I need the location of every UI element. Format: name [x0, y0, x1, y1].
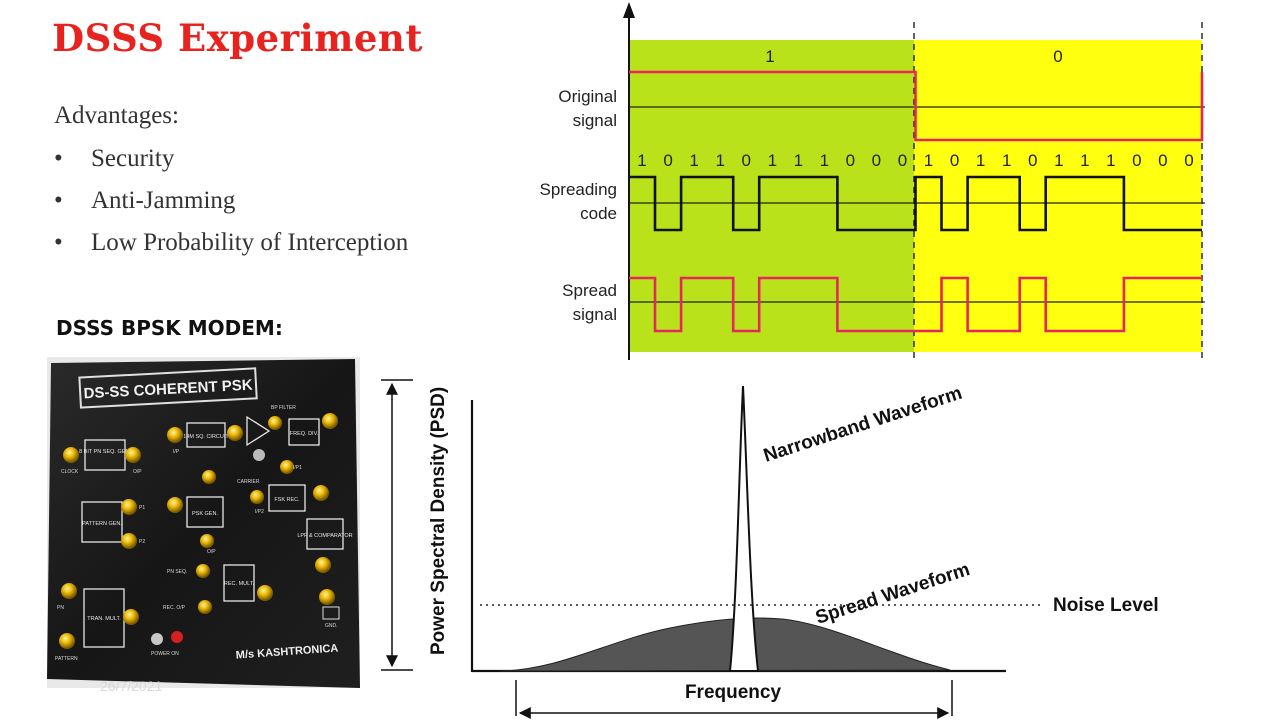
terminal-label: I/P [173, 449, 180, 455]
row-label: signal [573, 305, 617, 324]
chip-value: 1 [715, 151, 724, 170]
modem-kit-photo: DS-SS COHERENT PSK 8 BIT PN SEQ. GEN. 14… [47, 357, 360, 688]
power-led-icon [171, 631, 183, 643]
chip-value: 1 [820, 151, 829, 170]
dsss-timing-diagram: 1 0 Original signal Spreading code Sprea… [539, 2, 1205, 360]
knob-icon [253, 449, 265, 461]
terminal-label: GND. [325, 623, 338, 629]
chip-value: 1 [976, 151, 985, 170]
chip-value: 0 [898, 151, 907, 170]
chip-value: 1 [1054, 151, 1063, 170]
bit1-background [629, 40, 914, 352]
modem-heading: DSSS BPSK MODEM: [56, 316, 283, 340]
advantage-label: Low Probability of Interception [91, 229, 409, 256]
chip-value: 1 [689, 151, 698, 170]
terminal-label: POWER ON [151, 651, 179, 657]
chip-value: 0 [846, 151, 855, 170]
advantage-label: Security [91, 145, 175, 172]
chip-value: 1 [1080, 151, 1089, 170]
narrowband-waveform-shape [728, 385, 760, 672]
bullet-glyph: • [54, 229, 63, 256]
chip-value: 1 [794, 151, 803, 170]
advantage-label: Anti-Jamming [91, 187, 236, 214]
terminal-label: BP FILTER [271, 405, 296, 411]
terminal-label: O/P [207, 549, 216, 555]
advantage-item-anti-jamming: • Anti-Jamming [54, 187, 235, 215]
chip-value: 1 [924, 151, 933, 170]
chip-value: 1 [637, 151, 646, 170]
narrowband-label: Narrowband Waveform [761, 383, 965, 467]
terminal-label: CARRIER [237, 479, 260, 485]
bit-label: 0 [1053, 47, 1062, 66]
terminal-label: P1 [139, 505, 145, 511]
terminal-label: I/P2 [255, 509, 264, 515]
advantages-heading: Advantages: [54, 102, 179, 129]
psd-ylabel: Power Spectral Density (PSD) [428, 387, 449, 655]
slide-title: DSSS Experiment [52, 16, 423, 60]
block-label: FSK REC. [274, 497, 300, 503]
terminal-label: P2 [139, 539, 145, 545]
chip-value: 1 [1002, 151, 1011, 170]
noise-level-label: Noise Level [1053, 595, 1159, 616]
terminal-label: PN SEQ. [167, 569, 187, 575]
block-label: 14M SQ. CIRCUIT [183, 434, 229, 440]
terminal-label: PN [57, 605, 64, 611]
block-label: TRAN. MULT. [87, 616, 121, 622]
advantage-item-lpi: • Low Probability of Interception [54, 229, 408, 257]
terminal-label: O/P [133, 469, 142, 475]
bit0-background [914, 40, 1202, 352]
chip-value: 0 [1158, 151, 1167, 170]
spread-waveform-shape [499, 617, 951, 672]
block-label: 8 BIT PN SEQ. GEN. [79, 449, 131, 455]
row-label: Spread [562, 281, 617, 300]
block-label: REC. MULT. [224, 581, 255, 587]
chip-value: 0 [1184, 151, 1193, 170]
chip-value: 1 [1106, 151, 1115, 170]
row-label: signal [573, 111, 617, 130]
spread-signal-wave [629, 276, 1202, 333]
terminal-label: PATTERN [55, 656, 78, 662]
block-label: PSK GEN. [192, 511, 218, 517]
bit-label: 1 [765, 47, 774, 66]
advantage-item-security: • Security [54, 145, 174, 173]
chip-value: 0 [872, 151, 881, 170]
original-signal-wave [629, 70, 1204, 142]
frequency-label: Frequency [685, 682, 782, 703]
chip-value: 0 [1132, 151, 1141, 170]
block-label: FREQ. DIV. [290, 431, 319, 437]
axis-arrow-icon [623, 2, 635, 18]
slide-date: 26/7/2021 [100, 678, 163, 694]
chip-value: 0 [1028, 151, 1037, 170]
terminal-label: REC. O/P [163, 605, 186, 611]
terminal-label: I/P1 [293, 465, 302, 471]
row-label: Spreading [539, 180, 617, 199]
chip-value: 0 [741, 151, 750, 170]
bullet-glyph: • [54, 187, 63, 214]
bullet-glyph: • [54, 145, 63, 172]
row-label: code [580, 204, 617, 223]
row-label: Original [558, 87, 617, 106]
spreading-code-wave [629, 175, 1202, 232]
block-label: LPF & COMPARATOR [297, 533, 352, 539]
terminal-label: CLOCK [61, 469, 79, 475]
power-switch-icon [151, 633, 163, 645]
jack-terminals [59, 413, 338, 649]
chip-value: 0 [663, 151, 672, 170]
block-label: PATTERN GEN. [82, 521, 122, 527]
spread-label: Spread Waveform [813, 559, 972, 629]
chip-value: 0 [950, 151, 959, 170]
chip-value: 1 [768, 151, 777, 170]
